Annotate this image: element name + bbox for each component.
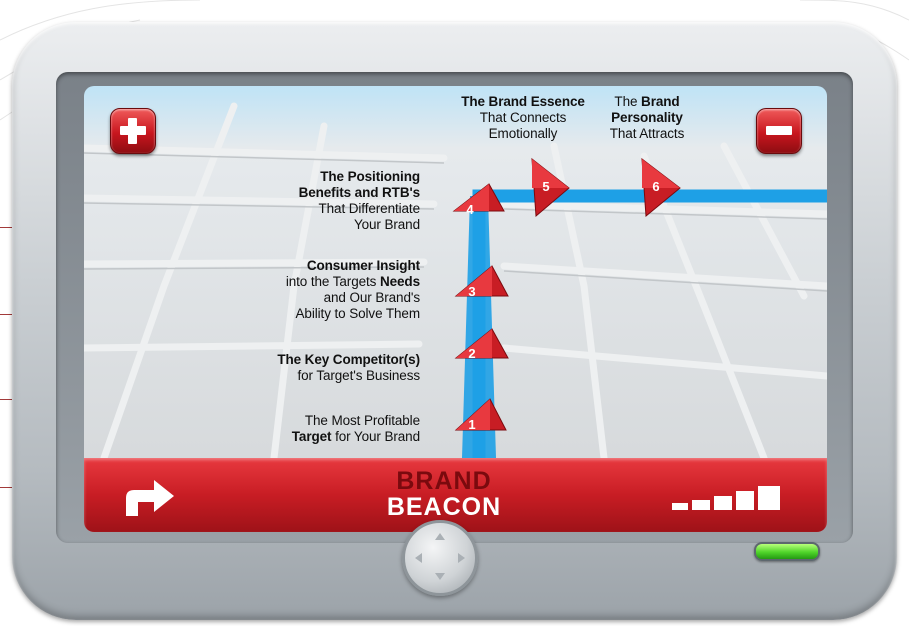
marker-number-6: 6 <box>652 179 660 194</box>
step-1-label: The Most Profitable Target for Your Bran… <box>291 413 420 444</box>
marker-number-2: 2 <box>468 346 476 361</box>
brand-title-line1: BRAND <box>396 467 492 495</box>
marker-number-3: 3 <box>468 284 476 299</box>
directional-pad-button[interactable] <box>402 520 478 596</box>
map-view <box>84 102 827 462</box>
edge-line <box>0 227 22 228</box>
marker-5 <box>531 157 570 218</box>
turn-right-arrow-icon <box>126 480 174 516</box>
edge-line <box>0 487 22 488</box>
marker-number-1: 1 <box>468 417 476 432</box>
signal-bar <box>692 500 710 510</box>
zoom-in-button[interactable] <box>110 108 156 154</box>
road-grid <box>84 102 827 462</box>
step-4-label: The Positioning Benefits and RTB's That … <box>298 169 421 232</box>
signal-bar <box>758 486 780 510</box>
arrow-up-icon[interactable] <box>435 533 445 540</box>
step-2-label: The Key Competitor(s) for Target's Busin… <box>277 352 420 383</box>
marker-number-5: 5 <box>542 179 550 194</box>
marker-4 <box>452 183 505 212</box>
step-3-label: Consumer Insight into the Targets Needs … <box>285 258 420 321</box>
arrow-right-icon[interactable] <box>458 553 465 563</box>
map-screen: 4 3 2 1 5 6 The Most Profitable Target f… <box>84 86 827 532</box>
marker-2 <box>454 328 509 359</box>
marker-number-4: 4 <box>466 202 474 217</box>
arrow-left-icon[interactable] <box>415 553 422 563</box>
brand-logo: BRAND BEACON <box>344 468 544 520</box>
signal-bar <box>736 491 754 510</box>
signal-strength-icon <box>672 484 792 510</box>
marker-1 <box>454 398 507 431</box>
step-5-label: The Brand Essence That Connects Emotiona… <box>461 94 585 141</box>
navigation-bar: BRAND BEACON <box>84 458 827 532</box>
zoom-out-button[interactable] <box>756 108 802 154</box>
signal-bar <box>714 496 732 510</box>
step-6-label: The Brand Personality That Attracts <box>609 94 685 141</box>
edge-line <box>0 314 22 315</box>
edge-line <box>0 399 22 400</box>
route-vertical-highlight <box>462 196 496 458</box>
arrow-down-icon[interactable] <box>435 573 445 580</box>
screen-bezel: 4 3 2 1 5 6 The Most Profitable Target f… <box>56 72 853 543</box>
power-indicator-light[interactable] <box>754 542 820 561</box>
gps-device: 4 3 2 1 5 6 The Most Profitable Target f… <box>12 22 897 620</box>
brand-title-line2: BEACON <box>386 493 502 521</box>
marker-6 <box>641 157 681 218</box>
signal-bar <box>672 503 688 510</box>
marker-3 <box>454 265 509 297</box>
road-grid-shadow <box>84 152 827 292</box>
